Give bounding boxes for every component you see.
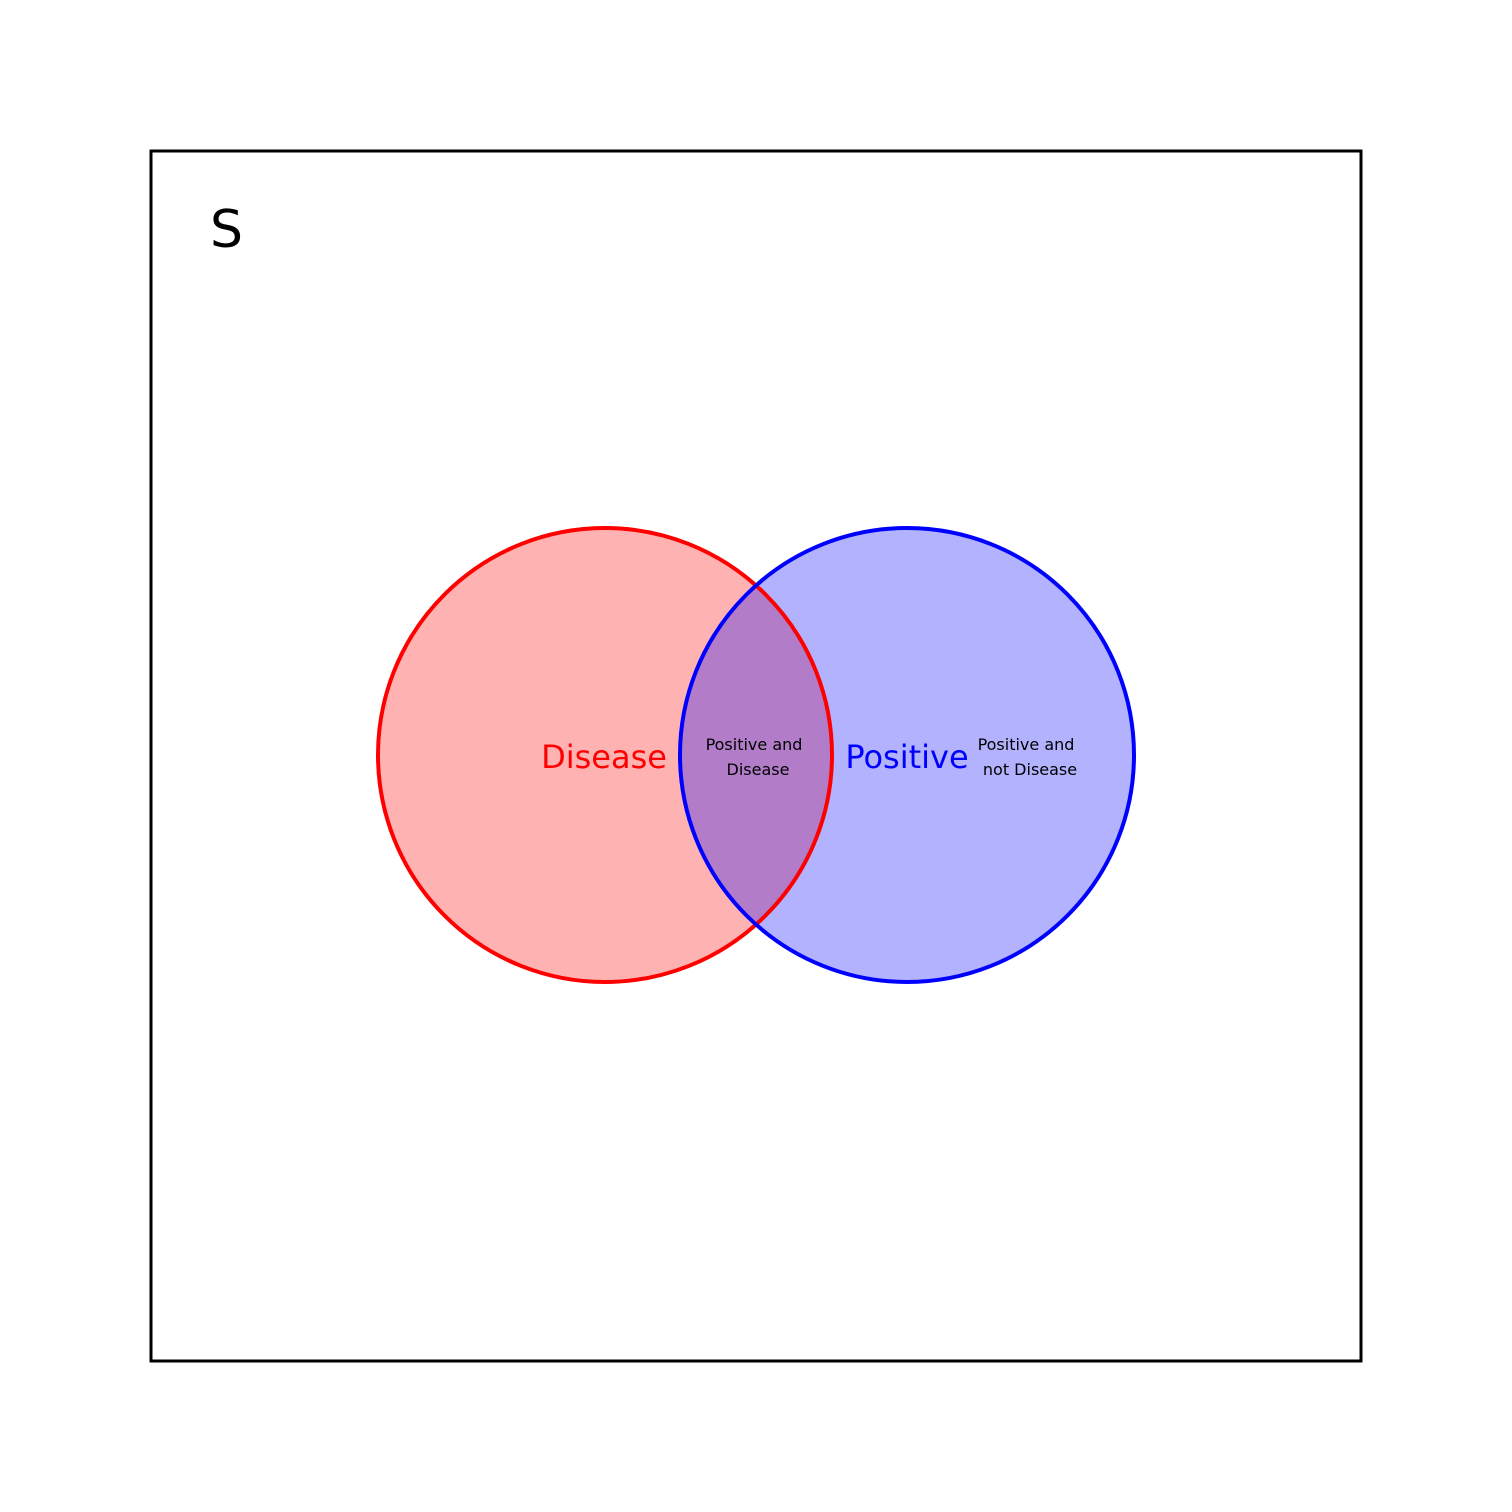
intersection-label-line1: Positive and	[706, 735, 803, 754]
sample-space-label: S	[210, 200, 243, 260]
disease-circle-fill	[378, 528, 832, 982]
positive-circle-fill	[680, 528, 1134, 982]
positive-circle-outline	[678, 526, 1136, 984]
positive-only-label-line1: Positive and	[978, 735, 1075, 754]
positive-only-label-line2: not Disease	[983, 760, 1077, 779]
disease-set-label: Disease	[541, 738, 667, 776]
intersection-label-line2: Disease	[727, 760, 790, 779]
disease-circle-outline	[376, 526, 834, 984]
sample-space-box	[149, 149, 1363, 1363]
positive-set-label: Positive	[845, 738, 968, 776]
